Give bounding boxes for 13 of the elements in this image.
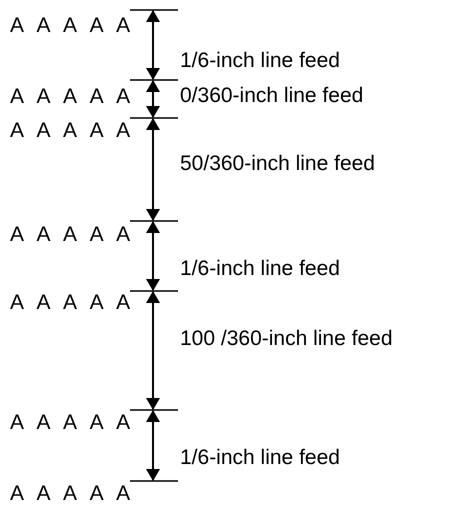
line-feed-label: 1/6-inch line feed (180, 258, 340, 279)
line-feed-label: 0/360-inch line feed (180, 85, 364, 106)
line-feed-label: 1/6-inch line feed (180, 50, 340, 71)
sample-text-line: A A A A A (10, 483, 135, 504)
sample-text-line: A A A A A (10, 15, 135, 36)
sample-text-line: A A A A A (10, 224, 135, 245)
sample-text-line: A A A A A (10, 292, 135, 313)
sample-text-line: A A A A A (10, 120, 135, 141)
line-feed-label: 100 /360-inch line feed (180, 328, 392, 349)
sample-text-line: A A A A A (10, 86, 135, 107)
sample-text-line: A A A A A (10, 412, 135, 433)
line-feed-label: 50/360-inch line feed (180, 153, 375, 174)
line-feed-label: 1/6-inch line feed (180, 447, 340, 468)
